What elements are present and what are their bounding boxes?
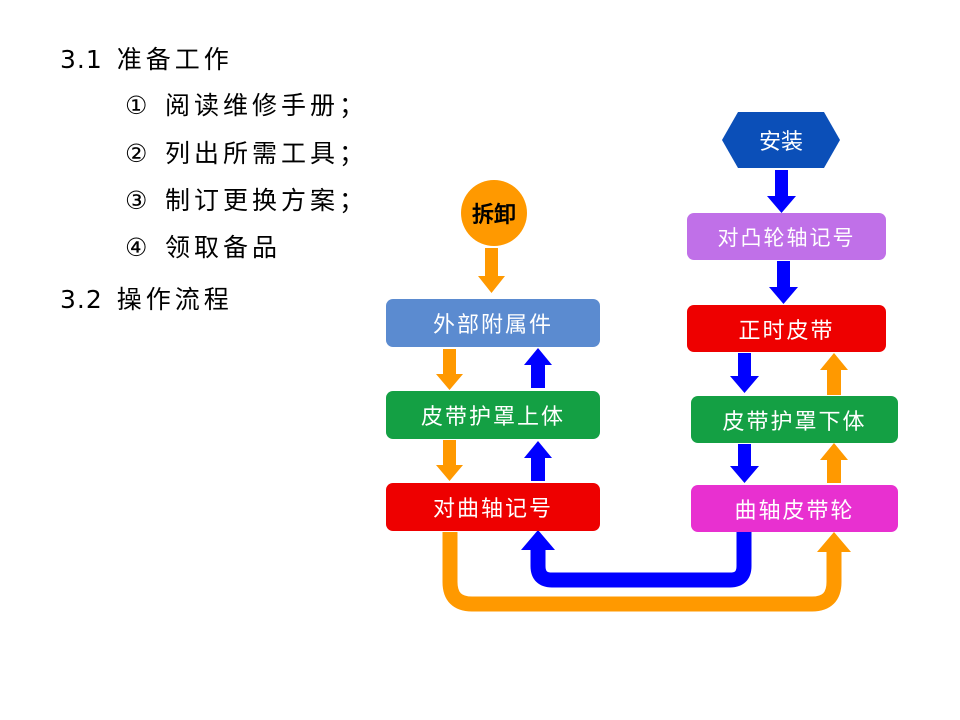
box-crankshaft-mark: 对曲轴记号 [386, 483, 600, 531]
prep-item-4: ④ 领取备品 [125, 228, 281, 264]
box-camshaft-mark: 对凸轮轴记号 [687, 213, 886, 260]
box-timing-belt: 正时皮带 [687, 305, 886, 352]
install-start-node: 安装 [758, 130, 803, 155]
box-crankshaft-pulley: 曲轴皮带轮 [691, 485, 898, 532]
blue-u-arrow [521, 530, 752, 588]
blue-down-arrow [730, 444, 759, 483]
item-text: 制订更换方案； [165, 186, 369, 215]
remove-start-node: 拆卸 [471, 203, 516, 228]
blue-up-arrow [524, 441, 552, 481]
item-marker: ② [125, 139, 148, 168]
section-title: 准备工作 [116, 45, 233, 74]
orange-u-arrow [442, 532, 851, 612]
orange-down-arrow [478, 248, 505, 293]
item-text: 列出所需工具； [165, 139, 369, 168]
orange-down-arrow [436, 349, 463, 390]
item-marker: ③ [125, 186, 148, 215]
item-text: 领取备品 [165, 233, 282, 262]
blue-down-arrow [769, 261, 798, 304]
item-text: 阅读维修手册； [165, 91, 369, 120]
prep-item-2: ② 列出所需工具； [125, 134, 368, 170]
blue-down-arrow [767, 170, 796, 213]
section-number: 3.2 [60, 285, 103, 314]
box-lower-belt-cover: 皮带护罩下体 [691, 396, 898, 443]
orange-down-arrow [436, 440, 463, 481]
section-3-1-heading: 3.1 准备工作 [60, 40, 233, 76]
blue-down-arrow [730, 353, 759, 393]
section-title: 操作流程 [116, 285, 233, 314]
orange-up-arrow [820, 353, 848, 395]
install-hexagon [722, 112, 840, 168]
box-upper-belt-cover: 皮带护罩上体 [386, 391, 600, 439]
blue-up-arrow [524, 348, 552, 388]
orange-up-arrow [820, 443, 848, 483]
prep-item-1: ① 阅读维修手册； [125, 86, 368, 122]
item-marker: ④ [125, 233, 148, 262]
section-3-2-heading: 3.2 操作流程 [60, 280, 233, 316]
remove-circle [461, 180, 527, 246]
item-marker: ① [125, 91, 148, 120]
prep-item-3: ③ 制订更换方案； [125, 181, 368, 217]
box-external-accessories: 外部附属件 [386, 299, 600, 347]
section-number: 3.1 [60, 45, 103, 74]
